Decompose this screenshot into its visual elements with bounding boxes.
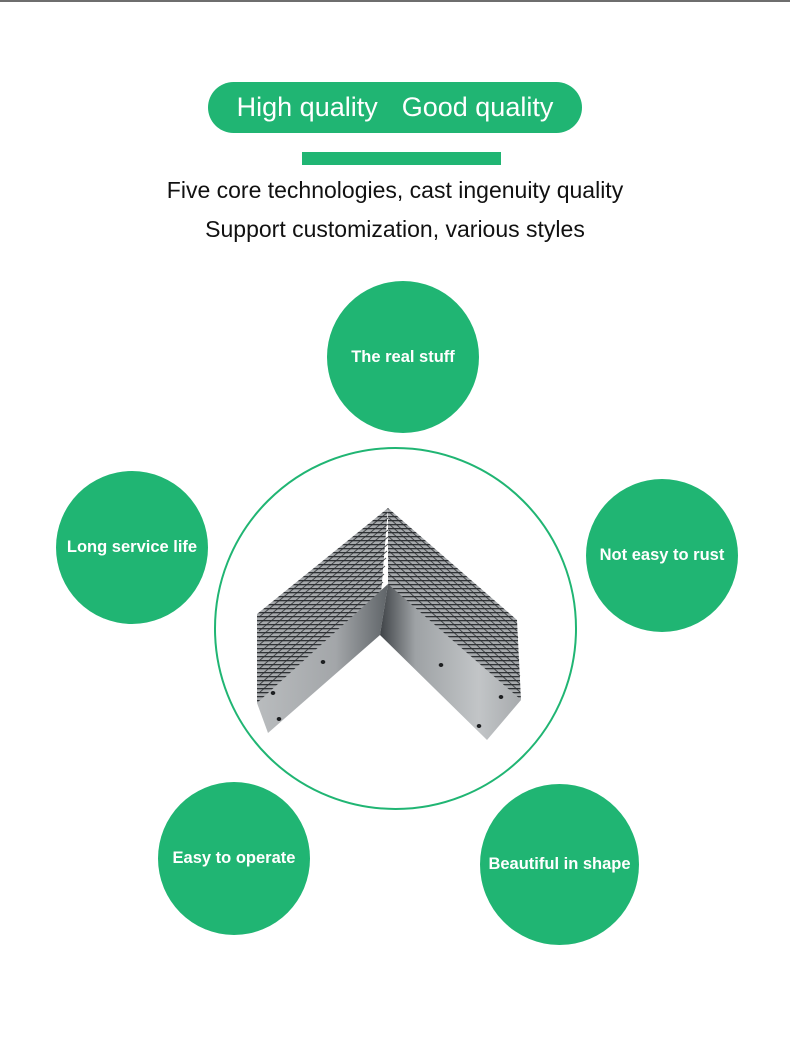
product-ring (214, 447, 577, 810)
feature-circle-not-easy-to-rust: Not easy to rust (586, 479, 738, 632)
banner-text-good-quality: Good quality (401, 92, 554, 122)
banner-text-high-quality: High quality (236, 92, 378, 122)
feature-circle-beautiful-in-shape: Beautiful in shape (480, 784, 639, 945)
feature-circle-long-service-life: Long service life (56, 471, 208, 624)
feature-label: The real stuff (351, 347, 455, 366)
subtitle-line-1: Five core technologies, cast ingenuity q… (166, 177, 624, 203)
feature-circle-easy-to-operate: Easy to operate (158, 782, 310, 935)
feature-label: Not easy to rust (599, 546, 725, 564)
quality-banner: High quality Good quality (208, 82, 582, 133)
feature-label: Beautiful in shape (488, 855, 631, 873)
feature-label: Long service life (66, 538, 198, 556)
feature-label: Easy to operate (172, 849, 296, 867)
banner-underline (302, 152, 501, 165)
feature-circle-real-stuff: The real stuff (327, 281, 479, 433)
top-border (0, 0, 790, 2)
subtitle-line-2: Support customization, various styles (205, 216, 585, 242)
